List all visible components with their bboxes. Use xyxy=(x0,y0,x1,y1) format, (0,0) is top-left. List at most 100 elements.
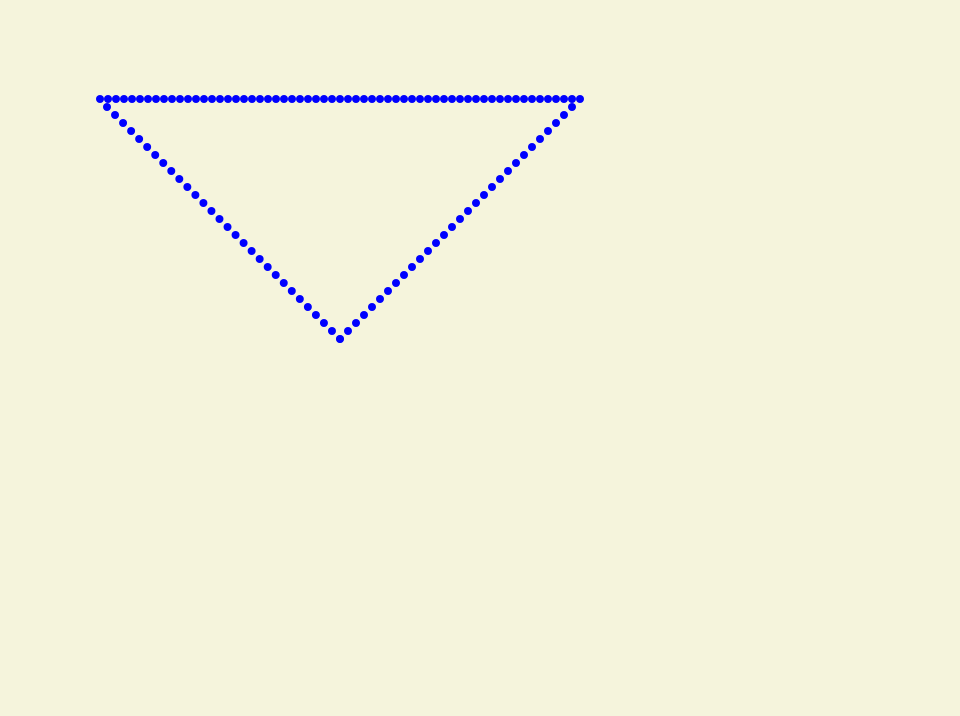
triangle-top-edge-dot xyxy=(440,95,448,103)
triangle-right-edge-dot xyxy=(568,103,576,111)
triangle-right-edge-dot xyxy=(376,295,384,303)
triangle-right-edge-dot xyxy=(472,199,480,207)
triangle-left-edge-dot xyxy=(239,239,248,247)
triangle-left-edge-dot xyxy=(231,231,240,239)
triangle-left-edge-dot xyxy=(119,119,128,127)
triangle-left-edge-dot xyxy=(303,303,312,311)
triangle-top-edge-dot xyxy=(288,95,296,103)
triangle-left-edge-dot xyxy=(223,223,232,231)
triangle-left-edge-dot xyxy=(143,143,152,151)
triangle-top-edge-dot xyxy=(280,95,288,103)
triangle-top-edge-dot xyxy=(504,95,512,103)
triangle-right-edge-dot xyxy=(344,327,352,335)
triangle-left-edge-dot xyxy=(135,135,144,143)
triangle-right-edge-dot xyxy=(352,319,360,327)
triangle-top-edge-dot xyxy=(312,95,320,103)
triangle-top-edge-dot xyxy=(208,95,216,103)
triangle-top-edge-dot xyxy=(432,95,440,103)
triangle-top-edge-dot xyxy=(296,95,304,103)
triangle-top-edge-dot xyxy=(144,95,152,103)
triangle-right-edge-dot xyxy=(432,239,440,247)
triangle-top-edge-dot xyxy=(456,95,464,103)
triangle-top-edge-dot xyxy=(96,95,104,103)
triangle-top-edge-dot xyxy=(576,95,584,103)
triangle-right-edge-dot xyxy=(536,135,544,143)
triangle-top-edge-dot xyxy=(104,95,112,103)
triangle-left-edge-dot xyxy=(295,295,304,303)
triangle-top-edge-dot xyxy=(112,95,120,103)
triangle-top-edge-dot xyxy=(232,95,240,103)
triangle-top-edge-dot xyxy=(272,95,280,103)
triangle-left-edge-dot xyxy=(215,215,224,223)
triangle-top-edge-dot xyxy=(392,95,400,103)
triangle-top-edge-dot xyxy=(344,95,352,103)
triangle-top-edge-dot xyxy=(568,95,576,103)
triangle-top-edge-dot xyxy=(544,95,552,103)
triangle-right-edge-dot xyxy=(368,303,376,311)
triangle-left-edge-dot xyxy=(255,255,264,263)
triangle-right-edge-dot xyxy=(416,255,424,263)
triangle-left-edge-dot xyxy=(127,127,136,135)
triangle-top-edge-dot xyxy=(480,95,488,103)
triangle-top-edge-dot xyxy=(472,95,480,103)
triangle-right-edge-dot xyxy=(520,151,528,159)
triangle-top-edge-dot xyxy=(128,95,136,103)
triangle-left-edge-dot xyxy=(167,167,176,175)
triangle-top-edge-dot xyxy=(448,95,456,103)
triangle-top-edge-dot xyxy=(400,95,408,103)
triangle-top-edge-dot xyxy=(336,95,344,103)
triangle-right-edge-dot xyxy=(544,127,552,135)
triangle-top-edge-dot xyxy=(200,95,208,103)
triangle-top-edge-dot xyxy=(216,95,224,103)
triangle-right-edge-dot xyxy=(504,167,512,175)
triangle-top-edge-dot xyxy=(552,95,560,103)
triangle-left-edge-dot xyxy=(271,271,280,279)
triangle-left-edge-dot xyxy=(207,207,216,215)
triangle-right-edge-dot xyxy=(408,263,416,271)
triangle-right-edge-dot xyxy=(392,279,400,287)
triangle-left-edge-dot xyxy=(199,199,208,207)
triangle-top-edge-dot xyxy=(376,95,384,103)
triangle-top-edge-dot xyxy=(184,95,192,103)
triangle-right-edge-dot xyxy=(560,111,568,119)
triangle-top-edge-dot xyxy=(496,95,504,103)
triangle-top-edge-dot xyxy=(360,95,368,103)
triangle-right-edge-dot xyxy=(512,159,520,167)
triangle-left-edge-dot xyxy=(247,247,256,255)
triangle-top-edge-dot xyxy=(464,95,472,103)
triangle-top-edge-dot xyxy=(240,95,248,103)
triangle-top-edge-dot xyxy=(264,95,272,103)
triangle-right-edge-dot xyxy=(400,271,408,279)
triangle-right-edge-dot xyxy=(440,231,448,239)
triangle-left-edge-dot xyxy=(103,103,111,111)
triangle-top-edge-dot xyxy=(520,95,528,103)
triangle-right-edge-dot xyxy=(384,287,392,295)
triangle-right-edge-dot xyxy=(456,215,464,223)
triangle-right-edge-dot xyxy=(360,311,368,319)
triangle-right-edge-dot xyxy=(448,223,456,231)
triangle-top-edge-dot xyxy=(384,95,392,103)
triangle-top-edge-dot xyxy=(176,95,184,103)
triangle-top-edge-dot xyxy=(248,95,256,103)
triangle-top-edge-dot xyxy=(136,95,144,103)
triangle-top-edge-dot xyxy=(408,95,416,103)
triangle-top-edge-dot xyxy=(328,95,336,103)
triangle-left-edge-dot xyxy=(191,191,200,199)
dotted-triangle xyxy=(96,95,584,343)
triangle-top-edge-dot xyxy=(256,95,264,103)
triangle-right-edge-dot xyxy=(488,183,496,191)
triangle-top-edge-dot xyxy=(488,95,496,103)
triangle-top-edge-dot xyxy=(160,95,168,103)
triangle-left-edge-dot xyxy=(327,327,336,335)
triangle-top-edge-dot xyxy=(536,95,544,103)
triangle-left-edge-dot xyxy=(175,175,184,183)
triangle-top-edge-dot xyxy=(352,95,360,103)
triangle-left-edge-dot xyxy=(263,263,272,271)
triangle-top-edge-dot xyxy=(120,95,128,103)
triangle-left-edge-dot xyxy=(311,311,320,319)
triangle-left-edge-dot xyxy=(287,287,296,295)
triangle-top-edge-dot xyxy=(224,95,232,103)
triangle-right-edge-dot xyxy=(464,207,472,215)
